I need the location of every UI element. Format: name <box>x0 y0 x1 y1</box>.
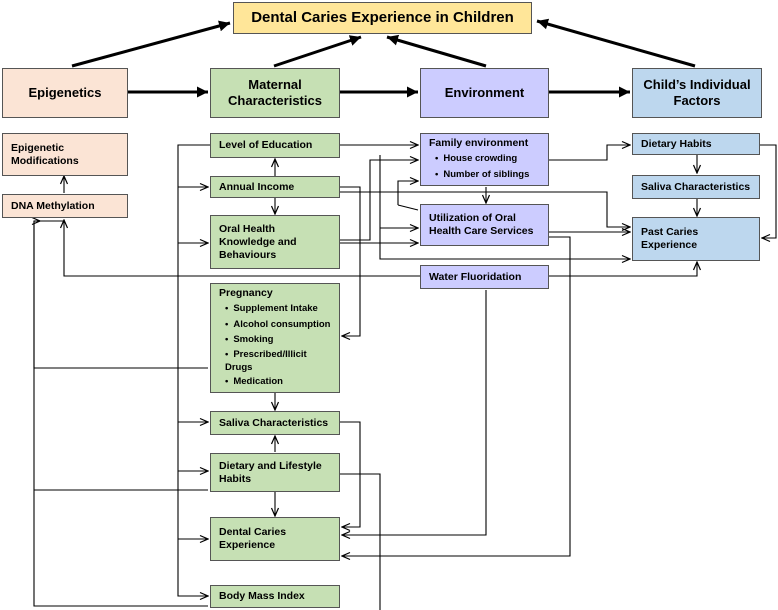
utilization-box: Utilization of Oral Health Care Services <box>420 204 549 246</box>
fluoridation-label: Water Fluoridation <box>429 270 522 283</box>
pregnancy-item: Alcohol consumption <box>225 317 331 333</box>
child-dietary-box: Dietary Habits <box>632 133 760 155</box>
pregnancy-item: Smoking <box>225 332 331 348</box>
arrow-education-to-bmi <box>177 144 210 596</box>
arrow-family-to-dietary <box>549 145 630 161</box>
child-header-label: Child’s Individual Factors <box>643 77 751 108</box>
arrow-fluoridation-to-caries <box>342 290 487 535</box>
pregnancy-list: Supplement Intake Alcohol consumption Sm… <box>219 301 331 389</box>
maternal-saliva-label: Saliva Characteristics <box>219 416 329 429</box>
pregnancy-item: Supplement Intake <box>225 301 331 317</box>
utilization-label: Utilization of Oral Health Care Services <box>429 212 534 237</box>
family-item: Number of siblings <box>435 167 540 183</box>
epigenetics-header: Epigenetics <box>2 68 128 118</box>
arrow-utilization-to-caries <box>342 236 571 556</box>
arrow-dietary-to-past-caries <box>760 144 777 238</box>
arrow-maternal-to-past-caries <box>379 155 630 259</box>
family-item: House crowding <box>435 151 540 167</box>
epigenetic-modifications-box: Epigenetic Modifications <box>2 133 128 176</box>
diagram-title: Dental Caries Experience in Children <box>251 9 514 26</box>
bmi-label: Body Mass Index <box>219 590 305 602</box>
income-box: Annual Income <box>210 176 340 198</box>
past-caries-box: Past Caries Experience <box>632 217 760 261</box>
bmi-box: Body Mass Index <box>210 585 340 608</box>
education-box: Level of Education <box>210 133 340 158</box>
past-caries-label: Past Caries Experience <box>641 226 699 251</box>
child-header: Child’s Individual Factors <box>632 68 762 118</box>
arrow-knowledge-to-family <box>340 160 418 241</box>
knowledge-box: Oral Health Knowledge and Behaviours <box>210 215 340 269</box>
maternal-saliva-box: Saliva Characteristics <box>210 411 340 435</box>
arrow-utilization-to-family <box>397 181 418 205</box>
pregnancy-box: Pregnancy Supplement Intake Alcohol cons… <box>210 283 340 393</box>
dietary-lifestyle-box: Dietary and Lifestyle Habits <box>210 453 340 492</box>
knowledge-label: Oral Health Knowledge and Behaviours <box>219 222 297 261</box>
arrow-epigenetics-to-title <box>71 20 231 68</box>
arrow-fluoridation-to-methylation <box>64 220 420 277</box>
dna-methylation-label: DNA Methylation <box>11 199 95 212</box>
arrow-environment-to-title <box>386 34 487 68</box>
environment-header: Environment <box>420 68 549 118</box>
pregnancy-item: Prescribed/Illicit Drugs <box>225 348 331 374</box>
title-box: Dental Caries Experience in Children <box>233 2 532 34</box>
child-dietary-label: Dietary Habits <box>641 137 712 150</box>
arrow-child-to-title <box>536 18 696 68</box>
pregnancy-title: Pregnancy <box>219 287 273 299</box>
line-dietary-to-bmi <box>340 473 381 610</box>
dna-methylation-box: DNA Methylation <box>2 194 128 218</box>
pregnancy-item: Medication <box>225 374 331 390</box>
line-methylation-bmi-link <box>33 221 208 607</box>
arrow-maternal-to-title <box>273 35 362 68</box>
family-environment-list: House crowding Number of siblings <box>429 151 540 182</box>
income-label: Annual Income <box>219 180 295 193</box>
environment-header-label: Environment <box>444 85 525 100</box>
dental-caries-box: Dental Caries Experience <box>210 517 340 561</box>
fluoridation-box: Water Fluoridation <box>420 265 549 289</box>
maternal-header: Maternal Characteristics <box>210 68 340 118</box>
epigenetic-modifications-label: Epigenetic Modifications <box>11 141 79 167</box>
family-environment-box: Family environment House crowding Number… <box>420 133 549 186</box>
arrow-fluoridation-to-past-caries <box>549 262 697 277</box>
dental-caries-label: Dental Caries Experience <box>219 526 287 551</box>
family-environment-title: Family environment <box>429 137 529 149</box>
epigenetics-header-label: Epigenetics <box>28 85 102 100</box>
arrow-income-to-pregnancy <box>340 186 361 336</box>
dietary-lifestyle-label: Dietary and Lifestyle Habits <box>219 459 322 485</box>
maternal-header-label: Maternal Characteristics <box>228 77 322 108</box>
child-saliva-label: Saliva Characteristics <box>641 180 751 193</box>
line-family-utilization-link <box>397 204 419 211</box>
arrow-income-to-past-caries <box>340 191 630 227</box>
education-label: Level of Education <box>219 139 313 151</box>
child-saliva-box: Saliva Characteristics <box>632 175 760 199</box>
